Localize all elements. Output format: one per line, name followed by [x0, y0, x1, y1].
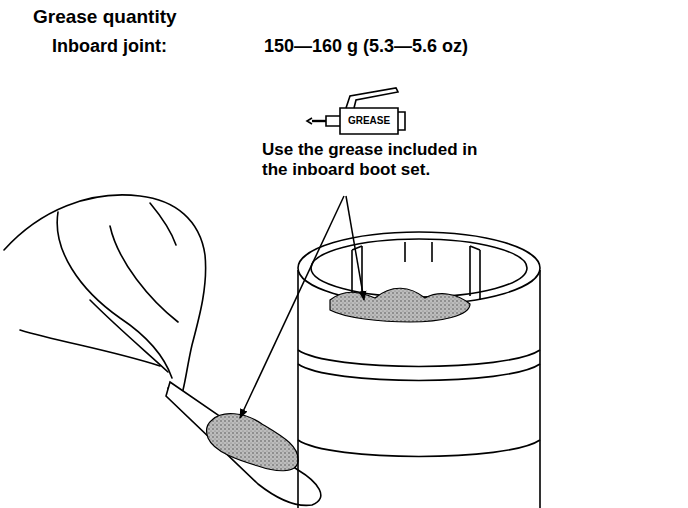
grease-amount: 150—160 g (5.3—5.6 oz) — [264, 36, 468, 57]
grease-on-spatula — [207, 414, 299, 471]
grease-gun-icon — [307, 88, 405, 134]
hand-drawing — [4, 195, 206, 396]
leader-line — [240, 196, 344, 418]
joint-name: Inboard joint: — [52, 36, 167, 57]
grease-in-housing — [330, 288, 470, 322]
heading: Grease quantity — [33, 6, 177, 28]
icon-label: GREASE — [348, 115, 390, 127]
joint-housing — [298, 232, 540, 508]
note: Use the grease included in the inboard b… — [262, 140, 498, 179]
leader-line — [346, 196, 364, 300]
